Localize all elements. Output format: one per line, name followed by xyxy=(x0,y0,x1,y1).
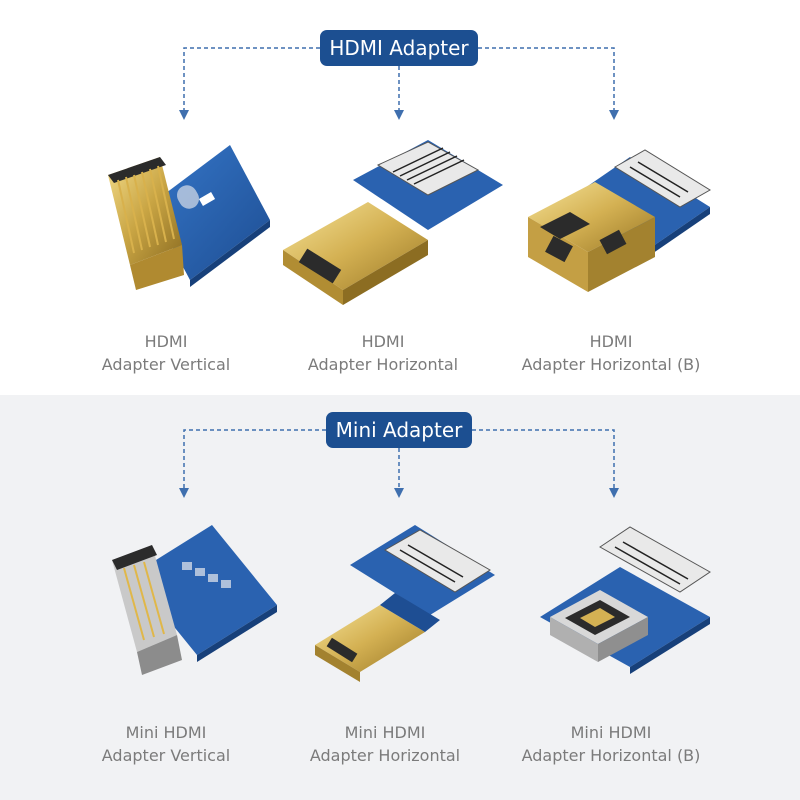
mini-adapter-title: Mini Adapter xyxy=(326,412,472,448)
caption-mini-vertical: Mini HDMI Adapter Vertical xyxy=(51,721,281,767)
caption-line: HDMI xyxy=(589,332,633,351)
caption-mini-horizontal-b: Mini HDMI Adapter Horizontal (B) xyxy=(496,721,726,767)
mini-hdmi-horizontal-b-adapter-icon xyxy=(540,526,711,674)
hdmi-horizontal-b-adapter-icon xyxy=(528,149,711,292)
caption-hdmi-horizontal: HDMI Adapter Horizontal xyxy=(268,330,498,376)
hdmi-connector-lines xyxy=(183,47,615,112)
hdmi-horizontal-adapter-icon xyxy=(283,140,503,305)
caption-line: Adapter Vertical xyxy=(101,355,231,374)
mini-arrow-heads xyxy=(179,488,619,498)
caption-line: HDMI xyxy=(361,332,405,351)
caption-line: HDMI xyxy=(144,332,188,351)
caption-line: Adapter Horizontal xyxy=(307,355,459,374)
hdmi-arrow-heads xyxy=(179,110,619,120)
caption-line: Mini HDMI xyxy=(344,723,426,742)
caption-line: Mini HDMI xyxy=(125,723,207,742)
hdmi-vertical-adapter-icon xyxy=(108,145,270,290)
caption-mini-horizontal: Mini HDMI Adapter Horizontal xyxy=(270,721,500,767)
caption-line: Adapter Vertical xyxy=(101,746,231,765)
caption-line: Adapter Horizontal xyxy=(309,746,461,765)
caption-line: Adapter Horizontal (B) xyxy=(521,355,701,374)
caption-hdmi-vertical: HDMI Adapter Vertical xyxy=(51,330,281,376)
mini-hdmi-vertical-adapter-icon xyxy=(112,525,277,675)
caption-line: Mini HDMI xyxy=(570,723,652,742)
hdmi-adapter-title: HDMI Adapter xyxy=(320,30,478,66)
caption-line: Adapter Horizontal (B) xyxy=(521,746,701,765)
mini-hdmi-horizontal-adapter-icon xyxy=(315,525,495,682)
mini-connector-lines xyxy=(183,429,615,490)
caption-hdmi-horizontal-b: HDMI Adapter Horizontal (B) xyxy=(496,330,726,376)
